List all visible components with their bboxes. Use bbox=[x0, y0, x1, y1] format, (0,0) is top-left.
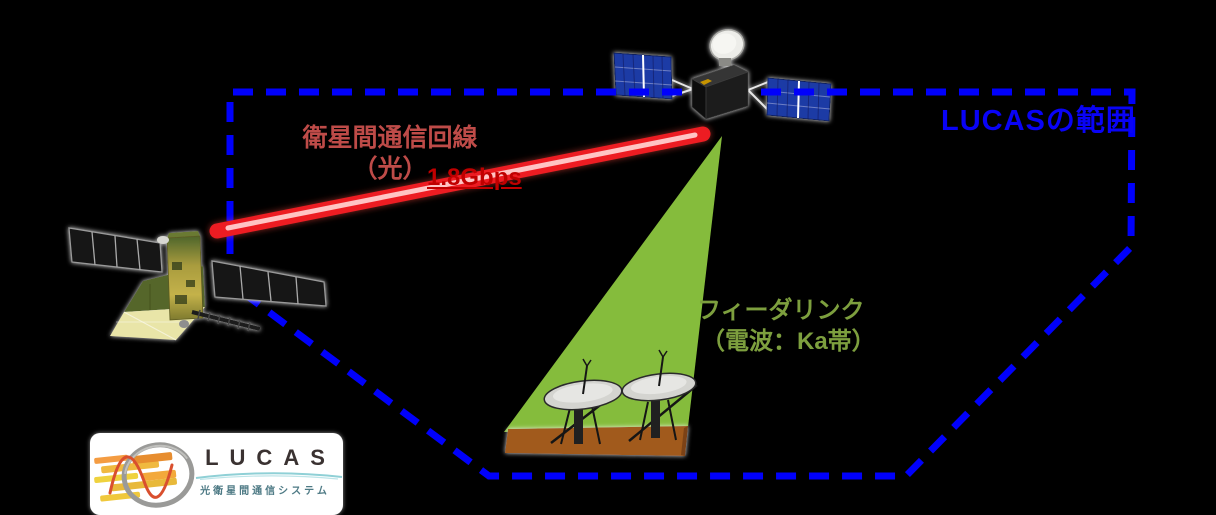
feeder-link-label-line1: フィーダリンク bbox=[697, 297, 865, 324]
optical-link-rate: 1.8Gbps bbox=[427, 164, 522, 191]
optical-link-label-line1: 衛星間通信回線 bbox=[302, 124, 478, 152]
feeder-link-label: フィーダリンク （電波：Ka帯） bbox=[697, 295, 876, 357]
optical-link-label-line2: （光） bbox=[352, 155, 428, 184]
relay-satellite-icon bbox=[691, 29, 750, 120]
lucas-logo: LUCAS 光衛星間通信システム bbox=[90, 433, 343, 515]
ground-antenna-icon bbox=[543, 349, 698, 445]
lucas-logo-mark-icon bbox=[94, 442, 195, 508]
observation-satellite-icon bbox=[68, 227, 327, 341]
feeder-link-label-line2: （電波：Ka帯） bbox=[701, 328, 876, 356]
lucas-logo-arc-icon bbox=[195, 472, 343, 480]
ground-antenna-left bbox=[543, 358, 623, 445]
ground-antenna-right bbox=[621, 349, 698, 442]
lucas-logo-text: LUCAS 光衛星間通信システム bbox=[194, 445, 343, 497]
lucas-tagline: 光衛星間通信システム bbox=[200, 486, 330, 497]
optical-link-label: 衛星間通信回線 （光） bbox=[290, 123, 490, 186]
relay-satellite-panels bbox=[613, 52, 832, 122]
lucas-wordmark: LUCAS bbox=[205, 445, 336, 470]
optical-link-beam bbox=[209, 126, 711, 239]
scope-boundary-dashes bbox=[226, 88, 1136, 480]
feeder-link-beam bbox=[504, 136, 722, 432]
scope-label: LUCASの範囲 bbox=[941, 105, 1136, 137]
